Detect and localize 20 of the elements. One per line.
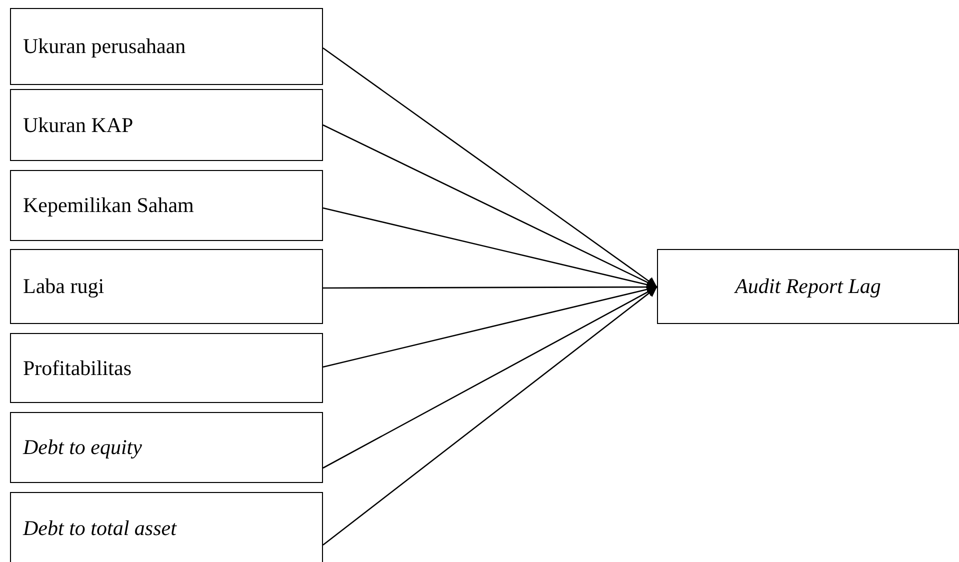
variable-box [10, 249, 323, 324]
variable-label: Debt to total asset [22, 516, 176, 541]
arrow [322, 286, 658, 546]
variable-label: Ukuran KAP [22, 112, 134, 138]
arrow [322, 124, 658, 288]
variable-label: Debt to equity [22, 435, 142, 460]
variable-box [657, 249, 959, 324]
variable-label: Audit Report Lag [735, 274, 881, 299]
variable-box [10, 333, 323, 403]
variable-box [10, 8, 323, 85]
variable-box [10, 170, 323, 241]
arrow [322, 47, 658, 288]
variable-label: Laba rugi [22, 274, 104, 299]
variable-label: Profitabilitas [22, 356, 132, 380]
variable-label: Ukuran perusahaan [22, 34, 186, 59]
variable-box [10, 412, 323, 483]
arrow [322, 286, 658, 469]
variable-label: Kepemilikan Saham [22, 193, 194, 218]
variable-box [10, 89, 323, 161]
variable-box [10, 492, 323, 562]
